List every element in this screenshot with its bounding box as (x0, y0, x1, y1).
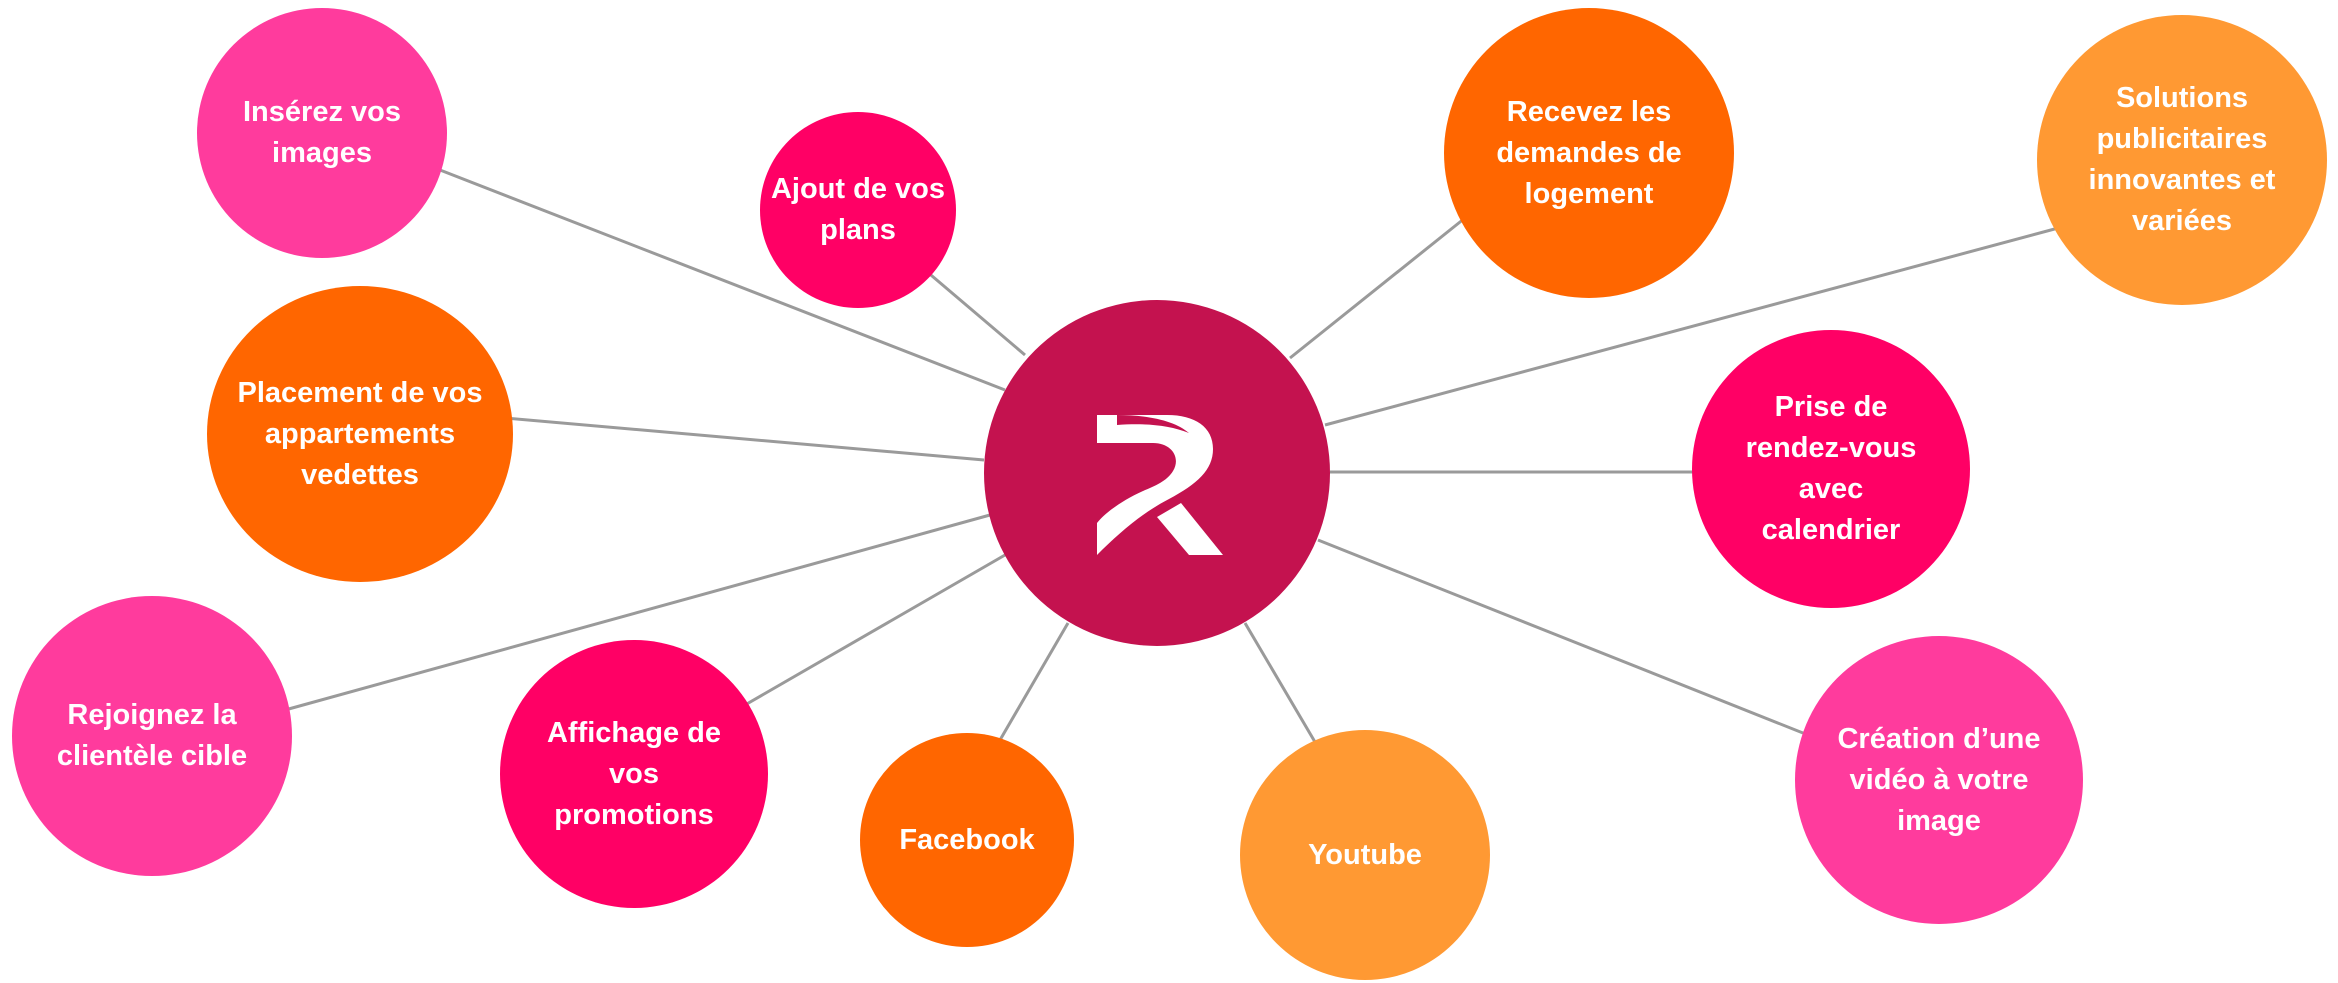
connector-affichage (744, 553, 1006, 707)
node-facebook-label: Facebook (899, 823, 1035, 856)
node-facebook: Facebook (860, 733, 1074, 947)
connector-rejoignez (284, 513, 991, 712)
node-ajout: Ajout de vos plans (760, 112, 956, 308)
node-solutions-label: Solutions publicitaires innovantes et va… (2088, 82, 2276, 237)
connector-ajout (924, 268, 1026, 357)
connector-inserez (439, 168, 1006, 392)
node-recevez-label: Recevez les demandes de logement (1496, 95, 1682, 210)
connector-creation (1317, 538, 1809, 737)
connector-recevez (1289, 216, 1466, 360)
connector-solutions (1324, 225, 2063, 427)
node-recevez: Recevez les demandes de logement (1444, 8, 1734, 298)
node-youtube: Youtube (1240, 730, 1490, 980)
node-creation: Création d’une vidéo à votre image (1795, 636, 2083, 924)
node-affichage: Affichage de vos promotions (500, 640, 768, 908)
node-prise: Prise de rendez-vous avec calendrier (1692, 330, 1970, 608)
node-inserez-label: Insérez vos images (243, 96, 401, 169)
connector-facebook (998, 622, 1070, 741)
central-hub (984, 300, 1330, 646)
connector-placement (504, 416, 985, 462)
node-solutions: Solutions publicitaires innovantes et va… (2037, 15, 2327, 305)
node-placement: Placement de vos appartements vedettes (207, 286, 513, 582)
node-rejoignez-label: Rejoignez la clientèle cible (56, 699, 248, 772)
connector-youtube (1243, 622, 1317, 743)
node-prise-label: Prise de rendez-vous avec calendrier (1745, 391, 1917, 546)
node-affichage-label: Affichage de vos promotions (546, 716, 722, 831)
node-youtube-label: Youtube (1308, 838, 1422, 871)
node-placement-label: Placement de vos appartements vedettes (237, 376, 483, 491)
node-rejoignez: Rejoignez la clientèle cible (12, 596, 292, 876)
node-creation-label: Création d’une vidéo à votre image (1837, 722, 2041, 837)
node-inserez: Insérez vos images (197, 8, 447, 258)
r-logo-icon (1097, 415, 1223, 555)
node-ajout-label: Ajout de vos plans (770, 173, 945, 246)
